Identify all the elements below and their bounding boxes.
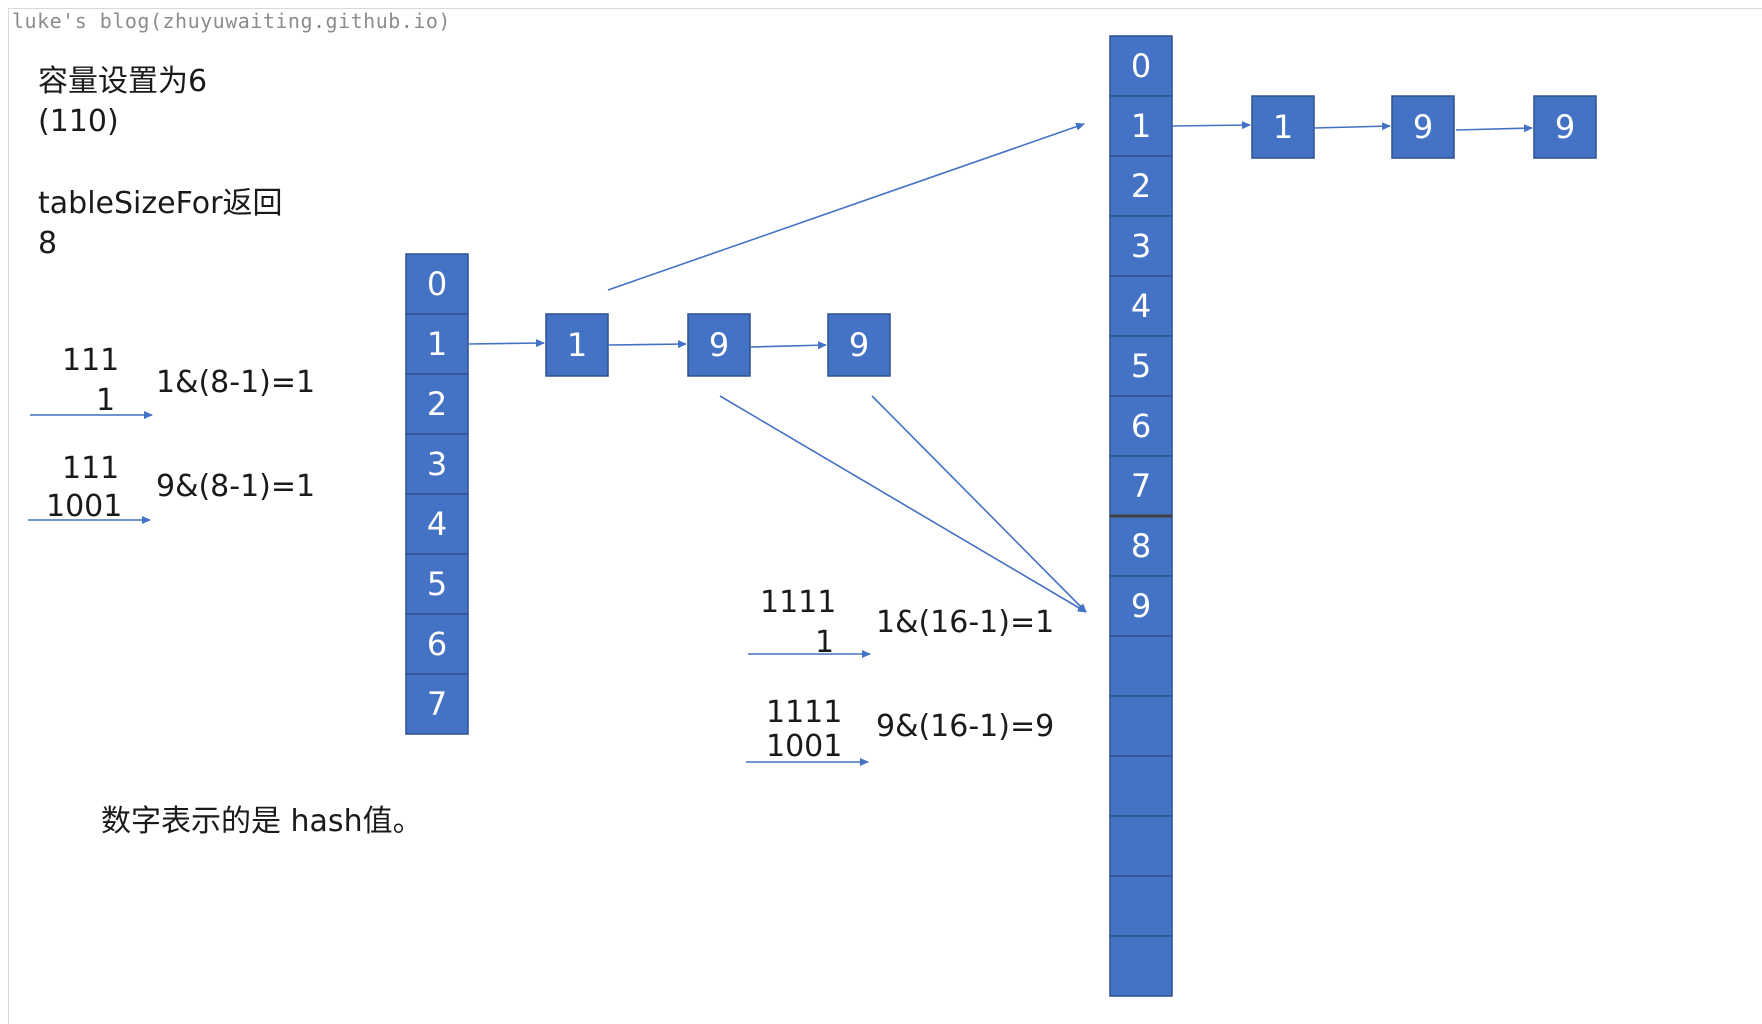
- old-table-index-1: 1: [427, 325, 447, 363]
- tablesizefor-note-line-2: 8: [38, 226, 58, 261]
- image-frame: [8, 8, 1762, 1024]
- old-chain-node-label-2: 9: [849, 326, 869, 364]
- old-calc-2-bottom: 1001: [46, 489, 123, 524]
- old-arrow-node-0-to-node-1: [607, 340, 687, 349]
- old-table-index-3: 3: [427, 445, 447, 483]
- old-table-cell-7: [405, 673, 469, 735]
- new-table-cell-11: [1109, 695, 1173, 757]
- old-calc-1-top: 111: [62, 343, 120, 378]
- old-calc-1-result: 1&(8-1)=1: [156, 365, 316, 400]
- new-table-cell-1: [1109, 95, 1173, 157]
- old-table-index-7: 7: [427, 685, 447, 723]
- old-calc-1-bottom: 1: [96, 383, 116, 418]
- new-table-index-1: 1: [1131, 107, 1151, 145]
- new-table-cell-14: [1109, 875, 1173, 937]
- old-table-cell-6: [405, 613, 469, 675]
- old-table-index-4: 4: [427, 505, 447, 543]
- new-table-cell-15: [1109, 935, 1173, 997]
- old-calc-2-result: 9&(8-1)=1: [156, 469, 316, 504]
- new-chain-node-label-1: 9: [1413, 108, 1433, 146]
- new-calc-2-top: 1111: [766, 695, 843, 730]
- old-table-cell-0: [405, 253, 469, 315]
- new-table-index-0: 0: [1131, 47, 1151, 85]
- migrate-arrow-node-1-to-bucket-9: [719, 395, 1087, 613]
- old-table-index-5: 5: [427, 565, 447, 603]
- new-table-cell-0: [1109, 35, 1173, 97]
- capacity-note-line-1: 容量设置为6: [38, 64, 208, 99]
- new-calc-1-top: 1111: [760, 585, 837, 620]
- old-table-cell-2: [405, 373, 469, 435]
- new-calc-2-bottom: 1001: [766, 729, 843, 764]
- new-arrow-node-0-to-node-1: [1313, 122, 1391, 131]
- old-calc-2-top: 111: [62, 451, 120, 486]
- old-table-index-0: 0: [427, 265, 447, 303]
- new-arrow-node-1-to-node-2: [1455, 124, 1533, 133]
- new-chain-node-1: [1391, 95, 1455, 159]
- old-chain-node-label-0: 1: [567, 326, 587, 364]
- capacity-note-line-2: (110): [38, 104, 119, 139]
- new-chain-node-label-2: 9: [1555, 108, 1575, 146]
- new-calc-1-result: 1&(16-1)=1: [876, 605, 1055, 640]
- old-table-index-2: 2: [427, 385, 447, 423]
- new-table-cell-4: [1109, 275, 1173, 337]
- blog-watermark: luke's blog(zhuyuwaiting.github.io): [12, 9, 451, 33]
- new-table-index-9: 9: [1131, 587, 1151, 625]
- new-table-cell-7: [1109, 455, 1173, 517]
- new-table-index-8: 8: [1131, 527, 1151, 565]
- new-table-index-2: 2: [1131, 167, 1151, 205]
- migrate-arrow-to-bucket-1: [607, 122, 1085, 291]
- old-arrow-bucket-to-node-0: [467, 339, 545, 348]
- old-table-cell-5: [405, 553, 469, 615]
- new-table-index-7: 7: [1131, 467, 1151, 505]
- old-table-index-6: 6: [427, 625, 447, 663]
- old-chain-node-label-1: 9: [709, 326, 729, 364]
- old-table-cell-3: [405, 433, 469, 495]
- new-table-cell-8: [1109, 515, 1173, 577]
- new-table-cell-2: [1109, 155, 1173, 217]
- new-table-cell-10: [1109, 635, 1173, 697]
- old-chain-node-2: [827, 313, 891, 377]
- old-table-cell-1: [405, 313, 469, 375]
- new-chain-node-0: [1251, 95, 1315, 159]
- new-calc-1-bottom: 1: [815, 625, 835, 660]
- caption-note: 数字表示的是 hash值。: [101, 804, 423, 839]
- old-arrow-node-1-to-node-2: [749, 341, 827, 350]
- new-table-cell-13: [1109, 815, 1173, 877]
- old-chain-node-1: [687, 313, 751, 377]
- new-table-cell-5: [1109, 335, 1173, 397]
- new-table-cell-6: [1109, 395, 1173, 457]
- capacity-note: 容量设置为6 (110): [38, 62, 207, 142]
- migrate-arrow-node-2-to-bucket-9: [871, 395, 1087, 613]
- new-chain-node-label-0: 1: [1273, 108, 1293, 146]
- new-table-index-6: 6: [1131, 407, 1151, 445]
- new-table-cell-9: [1109, 575, 1173, 637]
- new-table-index-3: 3: [1131, 227, 1151, 265]
- old-table-cell-4: [405, 493, 469, 555]
- new-arrow-bucket-to-node-0: [1171, 121, 1251, 130]
- new-calc-2-result: 9&(16-1)=9: [876, 709, 1055, 744]
- new-chain-node-2: [1533, 95, 1597, 159]
- tablesizefor-note-line-1: tableSizeFor返回: [38, 186, 283, 221]
- tablesizefor-note: tableSizeFor返回 8: [38, 184, 282, 264]
- new-table-index-5: 5: [1131, 347, 1151, 385]
- new-table-cell-12: [1109, 755, 1173, 817]
- new-table-index-4: 4: [1131, 287, 1151, 325]
- new-table-cell-3: [1109, 215, 1173, 277]
